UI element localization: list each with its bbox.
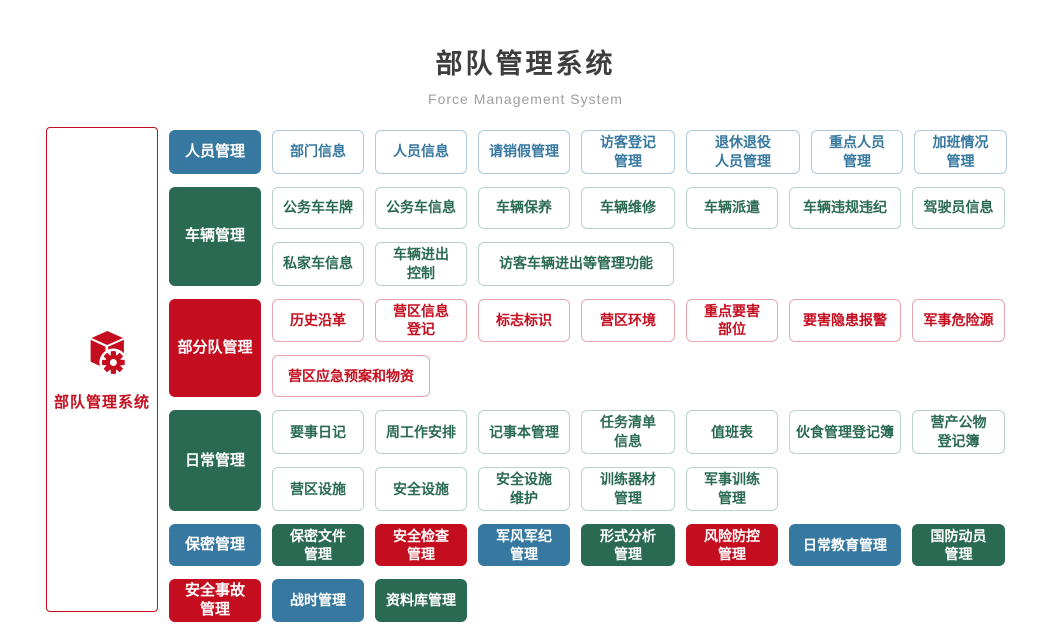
page-subtitle: Force Management System	[428, 91, 623, 107]
feature-box: 车辆进出 控制	[375, 241, 467, 286]
feature-box: 要事日记	[272, 410, 364, 455]
feature-box: 安全设施 维护	[478, 467, 570, 511]
feature-box: 加班情况 管理	[914, 130, 1007, 174]
group-accident: 安全事故 管理 战时管理 资料库管理	[169, 578, 1029, 622]
module-box: 保密文件 管理	[272, 523, 364, 566]
feature-box: 退休退役 人员管理	[686, 130, 800, 174]
module-box: 国防动员 管理	[912, 523, 1005, 566]
feature-box: 记事本管理	[478, 410, 570, 455]
root-system-label: 部队管理系统	[53, 394, 150, 411]
feature-box: 车辆派遣	[686, 186, 778, 229]
category-daily: 日常管理	[169, 410, 261, 511]
feature-box: 人员信息	[375, 130, 467, 174]
feature-box: 私家车信息	[272, 241, 364, 286]
feature-box: 军事危险源	[912, 298, 1005, 343]
module-box: 战时管理	[272, 578, 364, 622]
feature-box: 驾驶员信息	[912, 186, 1005, 229]
cube-gear-icon	[74, 327, 130, 382]
feature-box: 营区设施	[272, 467, 364, 511]
module-box: 安全检查 管理	[375, 523, 467, 566]
feature-box: 周工作安排	[375, 410, 467, 455]
feature-box: 伙食管理登记簿	[789, 410, 901, 455]
category-vehicle: 车辆管理	[169, 186, 261, 286]
feature-box: 营区环境	[581, 298, 675, 343]
feature-box: 重点要害 部位	[686, 298, 778, 343]
feature-box: 访客车辆进出等管理功能	[478, 241, 674, 286]
feature-box: 值班表	[686, 410, 778, 455]
group-unit: 部分队管理 历史沿革 营区信息 登记 标志标识 营区环境 重点要害 部位 要害隐…	[169, 298, 1029, 398]
feature-box: 安全设施	[375, 467, 467, 511]
group-secrecy: 保密管理 保密文件 管理 安全检查 管理 军风军纪 管理 形式分析 管理 风险防…	[169, 523, 1029, 566]
feature-box: 标志标识	[478, 298, 570, 343]
feature-box: 历史沿革	[272, 298, 364, 343]
feature-box: 公务车车牌	[272, 186, 364, 229]
feature-box: 访客登记 管理	[581, 130, 675, 174]
group-personnel: 人员管理 部门信息 人员信息 请销假管理 访客登记 管理 退休退役 人员管理 重…	[169, 130, 1029, 174]
feature-grid: 人员管理 部门信息 人员信息 请销假管理 访客登记 管理 退休退役 人员管理 重…	[169, 130, 1029, 622]
feature-box: 重点人员 管理	[811, 130, 903, 174]
feature-box: 营区应急预案和物资	[272, 355, 430, 398]
feature-box: 营产公物 登记簿	[912, 410, 1005, 455]
module-box: 风险防控 管理	[686, 523, 778, 566]
feature-box: 车辆维修	[581, 186, 675, 229]
module-box: 军风军纪 管理	[478, 523, 570, 566]
feature-box: 营区信息 登记	[375, 298, 467, 343]
feature-box: 请销假管理	[478, 130, 570, 174]
category-accident: 安全事故 管理	[169, 578, 261, 622]
category-unit: 部分队管理	[169, 298, 261, 398]
feature-box: 车辆保养	[478, 186, 570, 229]
group-vehicle: 车辆管理 公务车车牌 公务车信息 车辆保养 车辆维修 车辆派遣 车辆违规违纪 驾…	[169, 186, 1029, 286]
module-box: 日常教育管理	[789, 523, 901, 566]
feature-box: 公务车信息	[375, 186, 467, 229]
feature-box: 军事训练 管理	[686, 467, 778, 511]
module-box: 资料库管理	[375, 578, 467, 622]
feature-box: 部门信息	[272, 130, 364, 174]
feature-box: 训练器材 管理	[581, 467, 675, 511]
category-secrecy: 保密管理	[169, 523, 261, 566]
module-box: 形式分析 管理	[581, 523, 675, 566]
page-title: 部队管理系统	[435, 49, 616, 79]
feature-box: 任务清单 信息	[581, 410, 675, 455]
group-daily: 日常管理 要事日记 周工作安排 记事本管理 任务清单 信息 值班表 伙食管理登记…	[169, 410, 1029, 511]
page-header: 部队管理系统 Force Management System	[0, 42, 1051, 107]
root-system-box: 部队管理系统	[46, 127, 158, 612]
feature-box: 要害隐患报警	[789, 298, 901, 343]
feature-box: 车辆违规违纪	[789, 186, 901, 229]
category-personnel: 人员管理	[169, 130, 261, 174]
